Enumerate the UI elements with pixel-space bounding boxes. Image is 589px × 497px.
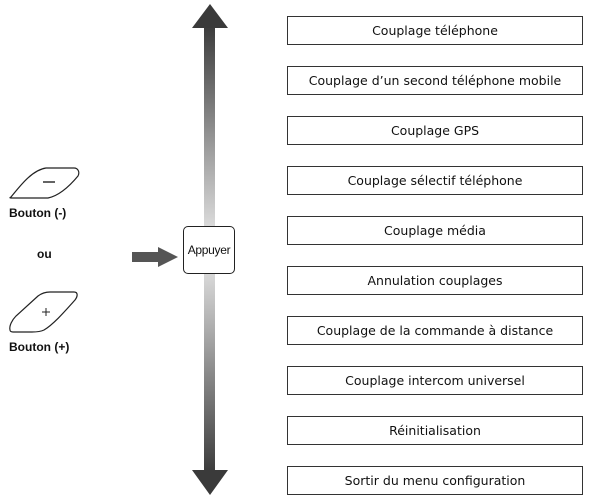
press-button[interactable]: Appuyer bbox=[183, 226, 235, 274]
right-arrow-icon bbox=[132, 247, 178, 267]
menu-item-phone-pairing[interactable]: Couplage téléphone bbox=[287, 16, 583, 45]
or-text: ou bbox=[37, 247, 52, 261]
menu-item-second-phone-pairing[interactable]: Couplage d’un second téléphone mobile bbox=[287, 66, 583, 95]
config-menu: Couplage téléphone Couplage d’un second … bbox=[287, 0, 583, 497]
plus-button-icon[interactable] bbox=[6, 290, 80, 334]
menu-item-cancel-pairings[interactable]: Annulation couplages bbox=[287, 266, 583, 295]
menu-item-gps-pairing[interactable]: Couplage GPS bbox=[287, 116, 583, 145]
plus-button-label: Bouton (+) bbox=[9, 340, 70, 354]
minus-button-icon[interactable] bbox=[8, 164, 80, 202]
menu-item-universal-intercom-pairing[interactable]: Couplage intercom universel bbox=[287, 366, 583, 395]
menu-item-reset[interactable]: Réinitialisation bbox=[287, 416, 583, 445]
menu-item-selective-phone-pairing[interactable]: Couplage sélectif téléphone bbox=[287, 166, 583, 195]
menu-item-remote-pairing[interactable]: Couplage de la commande à distance bbox=[287, 316, 583, 345]
menu-item-exit-config[interactable]: Sortir du menu configuration bbox=[287, 466, 583, 495]
menu-item-media-pairing[interactable]: Couplage média bbox=[287, 216, 583, 245]
minus-button-label: Bouton (-) bbox=[9, 206, 67, 220]
down-arrow-icon bbox=[192, 470, 228, 495]
up-arrow-icon bbox=[192, 4, 228, 28]
